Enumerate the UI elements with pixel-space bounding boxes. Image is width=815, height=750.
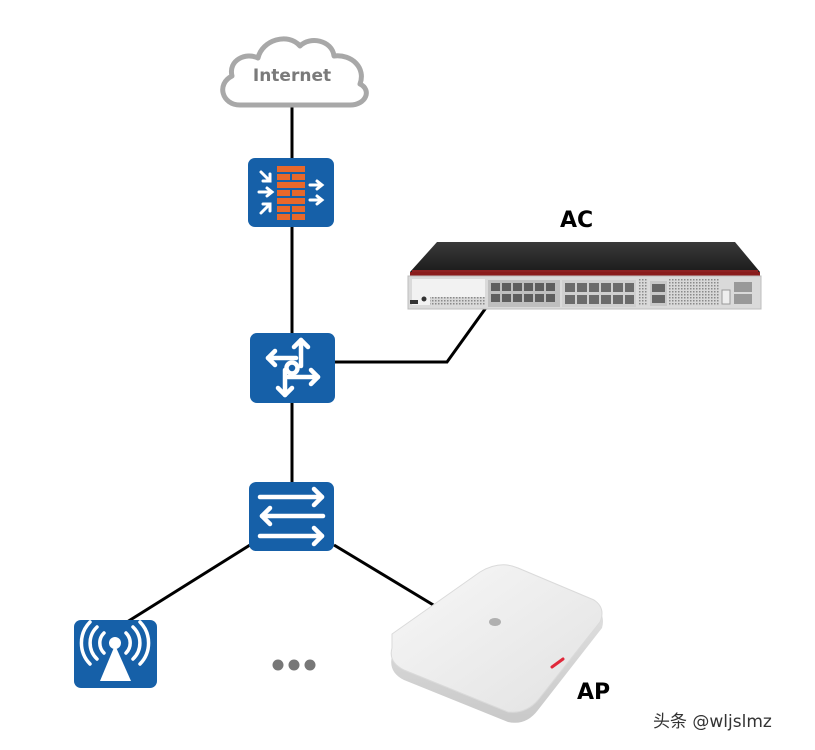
switch-node xyxy=(249,482,334,551)
wireless-ap-node xyxy=(74,620,157,688)
firewall-icon xyxy=(257,166,325,220)
internet-cloud: Internet xyxy=(220,36,369,108)
internet-label: Internet xyxy=(253,66,331,86)
ap-status-led xyxy=(550,657,565,669)
cloud-icon xyxy=(220,36,369,108)
ap-label: AP xyxy=(577,680,611,705)
ac-device xyxy=(407,242,762,310)
link-switch-ap-icon xyxy=(126,543,251,624)
ac-sfp-ports xyxy=(562,280,636,307)
ac-rj45-ports xyxy=(488,280,560,307)
huawei-logo-icon xyxy=(489,618,501,626)
router-icon xyxy=(265,337,321,398)
links xyxy=(126,106,495,624)
switch-icon xyxy=(257,486,326,547)
link-switch-ap xyxy=(333,543,436,608)
router-node xyxy=(250,333,335,403)
ap-device xyxy=(390,564,603,723)
wireless-signal-icon xyxy=(79,620,151,681)
firewall-node xyxy=(248,158,334,227)
link-router-ac xyxy=(334,297,495,364)
watermark: 头条 @wljslmz xyxy=(653,712,772,732)
more-aps-ellipsis xyxy=(272,659,316,671)
ac-label: AC xyxy=(560,208,594,233)
